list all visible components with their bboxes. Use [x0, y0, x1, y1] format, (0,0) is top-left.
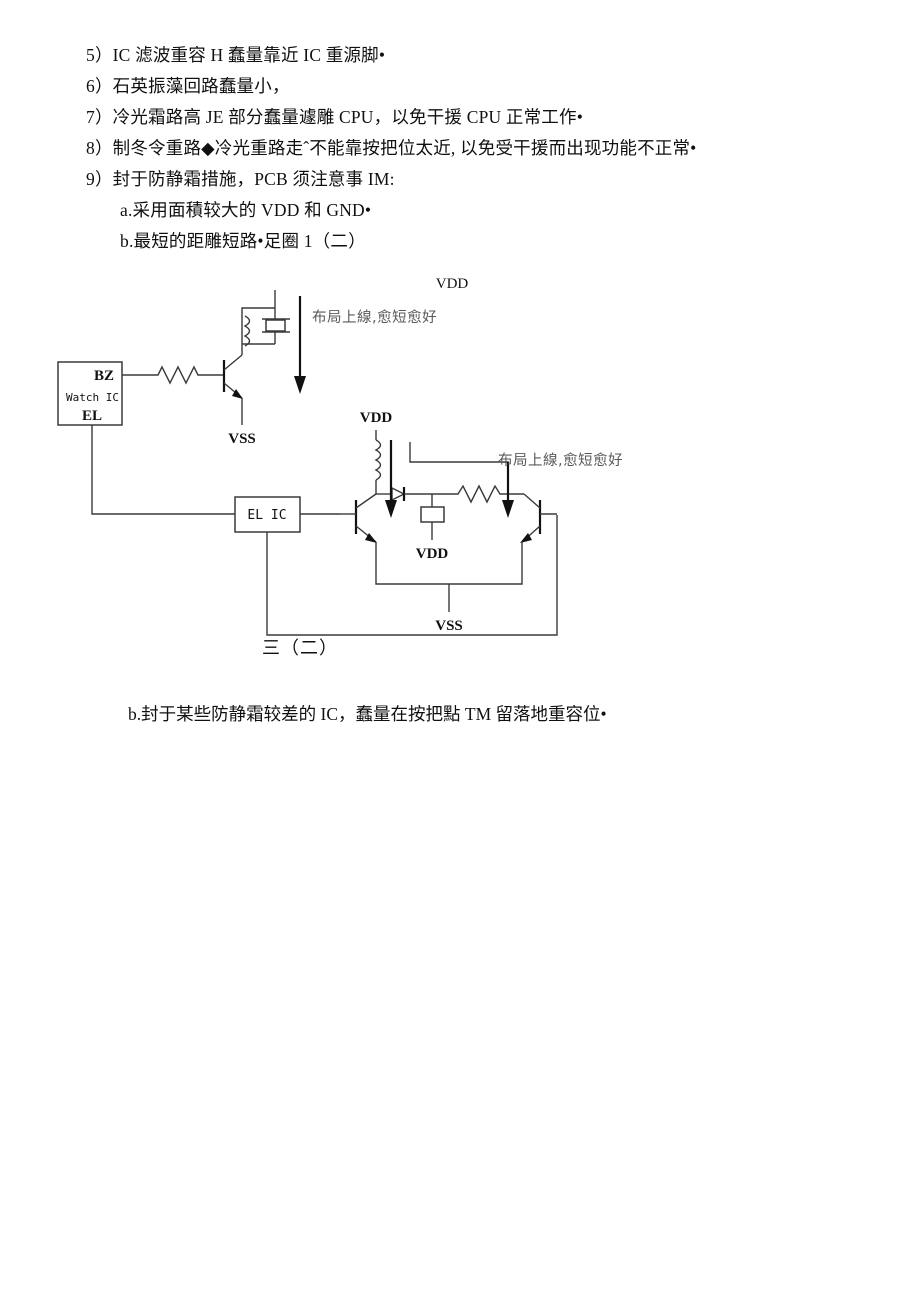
note-item-5: 5）IC 滤波重容 H 蠢量靠近 IC 重源脚•	[86, 45, 386, 65]
transistor-left-collector-lead	[355, 493, 377, 509]
note-item-9: 9）封于防静霜措施，PCB 须注意事 IM:	[86, 169, 395, 189]
transistor-right-emitter-arrow	[520, 533, 532, 543]
crystal-upper-body	[265, 319, 286, 332]
resistor-bz	[152, 365, 204, 385]
resistor-lower	[432, 484, 506, 504]
wire-feedback-loop	[266, 515, 558, 636]
transistor-left-emitter-arrow	[365, 533, 377, 543]
label-vdd-cap: VDD	[416, 546, 449, 562]
wire-tank-top-left	[241, 307, 275, 344]
circuit-diagram-figure: VDD BZ Watch IC EL VSS	[0, 262, 920, 682]
note-item-9a: a.采用面積较大的 VDD 和 GND•	[120, 200, 372, 220]
label-vss-lower: VSS	[435, 618, 463, 634]
watch-ic-pin-el: EL	[82, 408, 102, 424]
note-item-8: 8）制冬令重路◆冷光重路走ˆ不能靠按把位太近, 以免受干援而出现功能不正常•	[86, 138, 697, 158]
inductor-lower	[374, 439, 382, 481]
el-ic-title: EL IC	[247, 508, 286, 523]
figure-caption: 三（二）	[262, 638, 338, 658]
transistor-right-collector-lead	[523, 493, 541, 509]
watch-ic-block	[57, 361, 123, 426]
inductor-upper	[243, 315, 251, 347]
capacitor-lower-body	[420, 506, 445, 523]
arrow-lower-right-head	[502, 500, 514, 518]
transistor-upper-collector-lead	[223, 354, 243, 371]
footer-note: b.封于某些防静霜较差的 IC，蠢量在按把點 TM 留落地重容位•	[128, 704, 607, 724]
label-vss-upper: VSS	[228, 431, 256, 447]
transistor-upper-emitter-arrow	[232, 389, 243, 399]
annotation-top-routing: 布局上線,愈短愈好	[312, 309, 437, 326]
notes-list: 5）IC 滤波重容 H 蠢量靠近 IC 重源脚• 6）石英振藻回路蠢量小， 7）…	[86, 40, 866, 257]
arrow-lower-left-head	[385, 500, 397, 518]
note-item-9b: b.最短的距雕短路•足圈 1（二）	[120, 231, 366, 251]
wire-top-rail-right	[409, 442, 509, 494]
label-vdd-lower-left: VDD	[360, 410, 393, 426]
label-vdd-top: VDD	[436, 276, 469, 292]
annotation-bottom-routing: 布局上線,愈短愈好	[498, 452, 623, 469]
diode-lower-body	[391, 486, 406, 502]
watch-ic-title: Watch IC	[66, 391, 119, 404]
note-item-7: 7）冷光霜路高 JE 部分蠢量遽雕 CPU，以免干援 CPU 正常工作•	[86, 107, 584, 127]
wire-emitter-common-rail	[375, 542, 523, 585]
wire-el-to-elic	[91, 425, 235, 515]
arrow-upper-head	[294, 376, 306, 394]
note-item-6: 6）石英振藻回路蠢量小，	[86, 76, 290, 96]
circuit-schematic: VDD BZ Watch IC EL VSS	[57, 276, 623, 636]
watch-ic-pin-bz: BZ	[94, 368, 114, 384]
